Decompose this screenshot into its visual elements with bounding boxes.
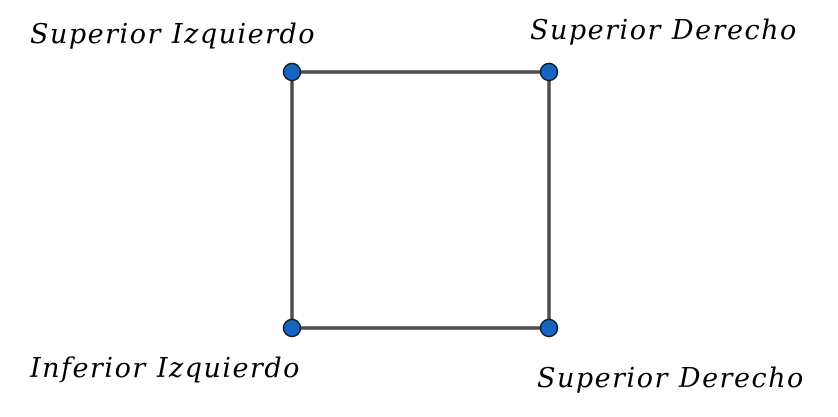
label-bottom-left: Inferior Izquierdo	[30, 353, 301, 384]
vertex-bottom-left	[282, 318, 302, 338]
label-top-left: Superior Izquierdo	[30, 19, 317, 50]
vertex-top-right	[539, 62, 559, 82]
vertex-bottom-right	[539, 318, 559, 338]
label-top-right: Superior Derecho	[530, 15, 798, 46]
vertex-top-left	[282, 62, 302, 82]
label-bottom-right: Superior Derecho	[537, 363, 805, 394]
